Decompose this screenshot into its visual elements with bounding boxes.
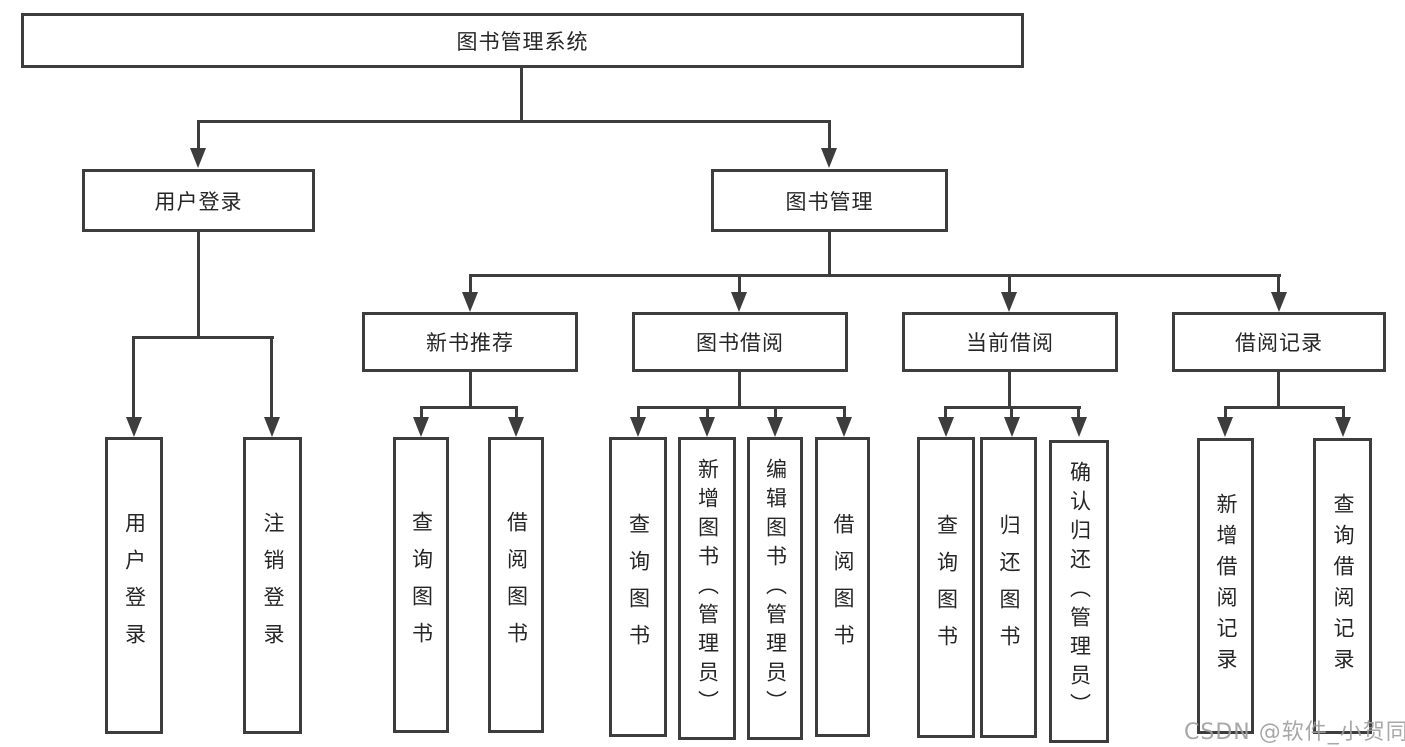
- connector-arrow-stem: [1277, 274, 1280, 294]
- arrowhead-icon: [630, 417, 646, 437]
- leaf-current-borrow-confirm: 确认归还（管理员）: [1049, 440, 1109, 743]
- connector-current-borrow-stem: [1008, 372, 1011, 406]
- connector-level2-split: [469, 274, 1281, 277]
- leaf-book-borrow-edit-label: 编辑图书（管理员）: [763, 458, 788, 719]
- arrowhead-icon: [1071, 417, 1087, 437]
- arrowhead-icon: [508, 417, 524, 437]
- leaf-current-borrow-query: 查询图书: [917, 437, 975, 738]
- connector-arrow-stem: [420, 406, 423, 419]
- node-root-label: 图书管理系统: [456, 29, 589, 54]
- connector-arrow-stem: [132, 336, 135, 418]
- node-new-books-label: 新书推荐: [426, 331, 514, 355]
- connector-arrow-stem: [1224, 406, 1227, 419]
- node-borrow-records-label: 借阅记录: [1235, 331, 1323, 355]
- connector-arrow-stem: [1008, 274, 1011, 294]
- leaf-new-books-borrow-label: 借阅图书: [504, 511, 529, 659]
- leaf-borrow-records-add: 新增借阅记录: [1197, 438, 1254, 734]
- connector-arrow-stem: [774, 406, 777, 419]
- leaf-book-borrow-borrow-label: 借阅图书: [831, 513, 856, 661]
- leaf-book-borrow-query: 查询图书: [609, 437, 667, 737]
- arrowhead-icon: [126, 417, 142, 437]
- connector-level1-split: [197, 120, 831, 123]
- leaf-new-books-query-label: 查询图书: [409, 511, 434, 659]
- node-user-login: 用户登录: [82, 169, 315, 232]
- connector-borrow-records-stem: [1277, 372, 1280, 406]
- arrowhead-icon: [1217, 417, 1233, 437]
- connector-new-books-split: [420, 406, 518, 409]
- connector-arrow-stem: [469, 274, 472, 294]
- node-borrow-records: 借阅记录: [1172, 312, 1386, 372]
- leaf-user-login-label: 用户登录: [122, 511, 147, 660]
- node-root: 图书管理系统: [21, 13, 1024, 68]
- leaf-borrow-records-query: 查询借阅记录: [1313, 438, 1372, 734]
- leaf-borrow-records-add-label: 新增借阅记录: [1214, 493, 1239, 679]
- connector-book-mgmt-stem: [828, 232, 831, 274]
- arrowhead-icon: [821, 148, 837, 168]
- leaf-book-borrow-edit: 编辑图书（管理员）: [747, 437, 803, 740]
- arrowhead-icon: [190, 148, 206, 168]
- arrowhead-icon: [264, 417, 280, 437]
- connector-arrow-stem: [1077, 406, 1080, 419]
- leaf-new-books-borrow: 借阅图书: [488, 437, 544, 733]
- arrowhead-icon: [1335, 417, 1351, 437]
- leaf-logout-label: 注销登录: [261, 511, 286, 660]
- connector-user-login-stem: [197, 232, 200, 336]
- connector-book-borrow-split: [637, 406, 846, 409]
- arrowhead-icon: [938, 417, 954, 437]
- arrowhead-icon: [1271, 292, 1287, 312]
- leaf-current-borrow-query-label: 查询图书: [934, 513, 959, 662]
- connector-arrow-stem: [738, 274, 741, 294]
- node-book-mgmt-label: 图书管理: [785, 189, 874, 214]
- connector-arrow-stem: [706, 406, 709, 419]
- node-current-borrow-label: 当前借阅: [966, 331, 1054, 355]
- leaf-book-borrow-add-label: 新增图书（管理员）: [695, 458, 720, 719]
- connector-new-books-stem: [469, 372, 472, 406]
- connector-arrow-stem: [270, 336, 273, 418]
- arrowhead-icon: [462, 292, 478, 312]
- arrowhead-icon: [836, 417, 852, 437]
- csdn-watermark: CSDN @软件_小贺同学: [1184, 714, 1405, 746]
- arrowhead-icon: [767, 417, 783, 437]
- node-book-borrow: 图书借阅: [632, 312, 848, 372]
- connector-borrow-records-split: [1224, 406, 1345, 409]
- node-user-login-label: 用户登录: [154, 189, 243, 214]
- connector-arrow-stem: [843, 406, 846, 419]
- connector-arrow-stem: [197, 120, 200, 150]
- csdn-watermark-text: CSDN @软件_小贺同: [1184, 720, 1405, 745]
- node-new-books: 新书推荐: [362, 312, 578, 372]
- connector-arrow-stem: [637, 406, 640, 419]
- connector-arrow-stem: [944, 406, 947, 419]
- arrowhead-icon: [1004, 417, 1020, 437]
- leaf-book-borrow-query-label: 查询图书: [626, 513, 651, 661]
- leaf-current-borrow-return: 归还图书: [980, 437, 1037, 738]
- connector-user-login-split: [133, 336, 274, 339]
- leaf-book-borrow-add: 新增图书（管理员）: [678, 437, 736, 740]
- leaf-current-borrow-return-label: 归还图书: [997, 513, 1022, 662]
- connector-arrow-stem: [1010, 406, 1013, 419]
- leaf-book-borrow-borrow: 借阅图书: [815, 437, 870, 737]
- leaf-logout: 注销登录: [243, 437, 302, 734]
- node-current-borrow: 当前借阅: [902, 312, 1118, 372]
- leaf-new-books-query: 查询图书: [393, 437, 449, 733]
- node-book-mgmt: 图书管理: [711, 169, 948, 232]
- arrowhead-icon: [731, 292, 747, 312]
- arrowhead-icon: [1001, 292, 1017, 312]
- connector-arrow-stem: [828, 120, 831, 150]
- arrowhead-icon: [699, 417, 715, 437]
- connector-arrow-stem: [1342, 406, 1345, 419]
- arrowhead-icon: [413, 417, 429, 437]
- connector-book-borrow-stem: [738, 372, 741, 406]
- leaf-borrow-records-query-label: 查询借阅记录: [1331, 493, 1356, 679]
- leaf-user-login: 用户登录: [105, 437, 163, 734]
- leaf-current-borrow-confirm-label: 确认归还（管理员）: [1067, 461, 1092, 722]
- node-book-borrow-label: 图书借阅: [696, 331, 784, 355]
- connector-arrow-stem: [515, 406, 518, 419]
- connector-root-stem: [520, 68, 523, 120]
